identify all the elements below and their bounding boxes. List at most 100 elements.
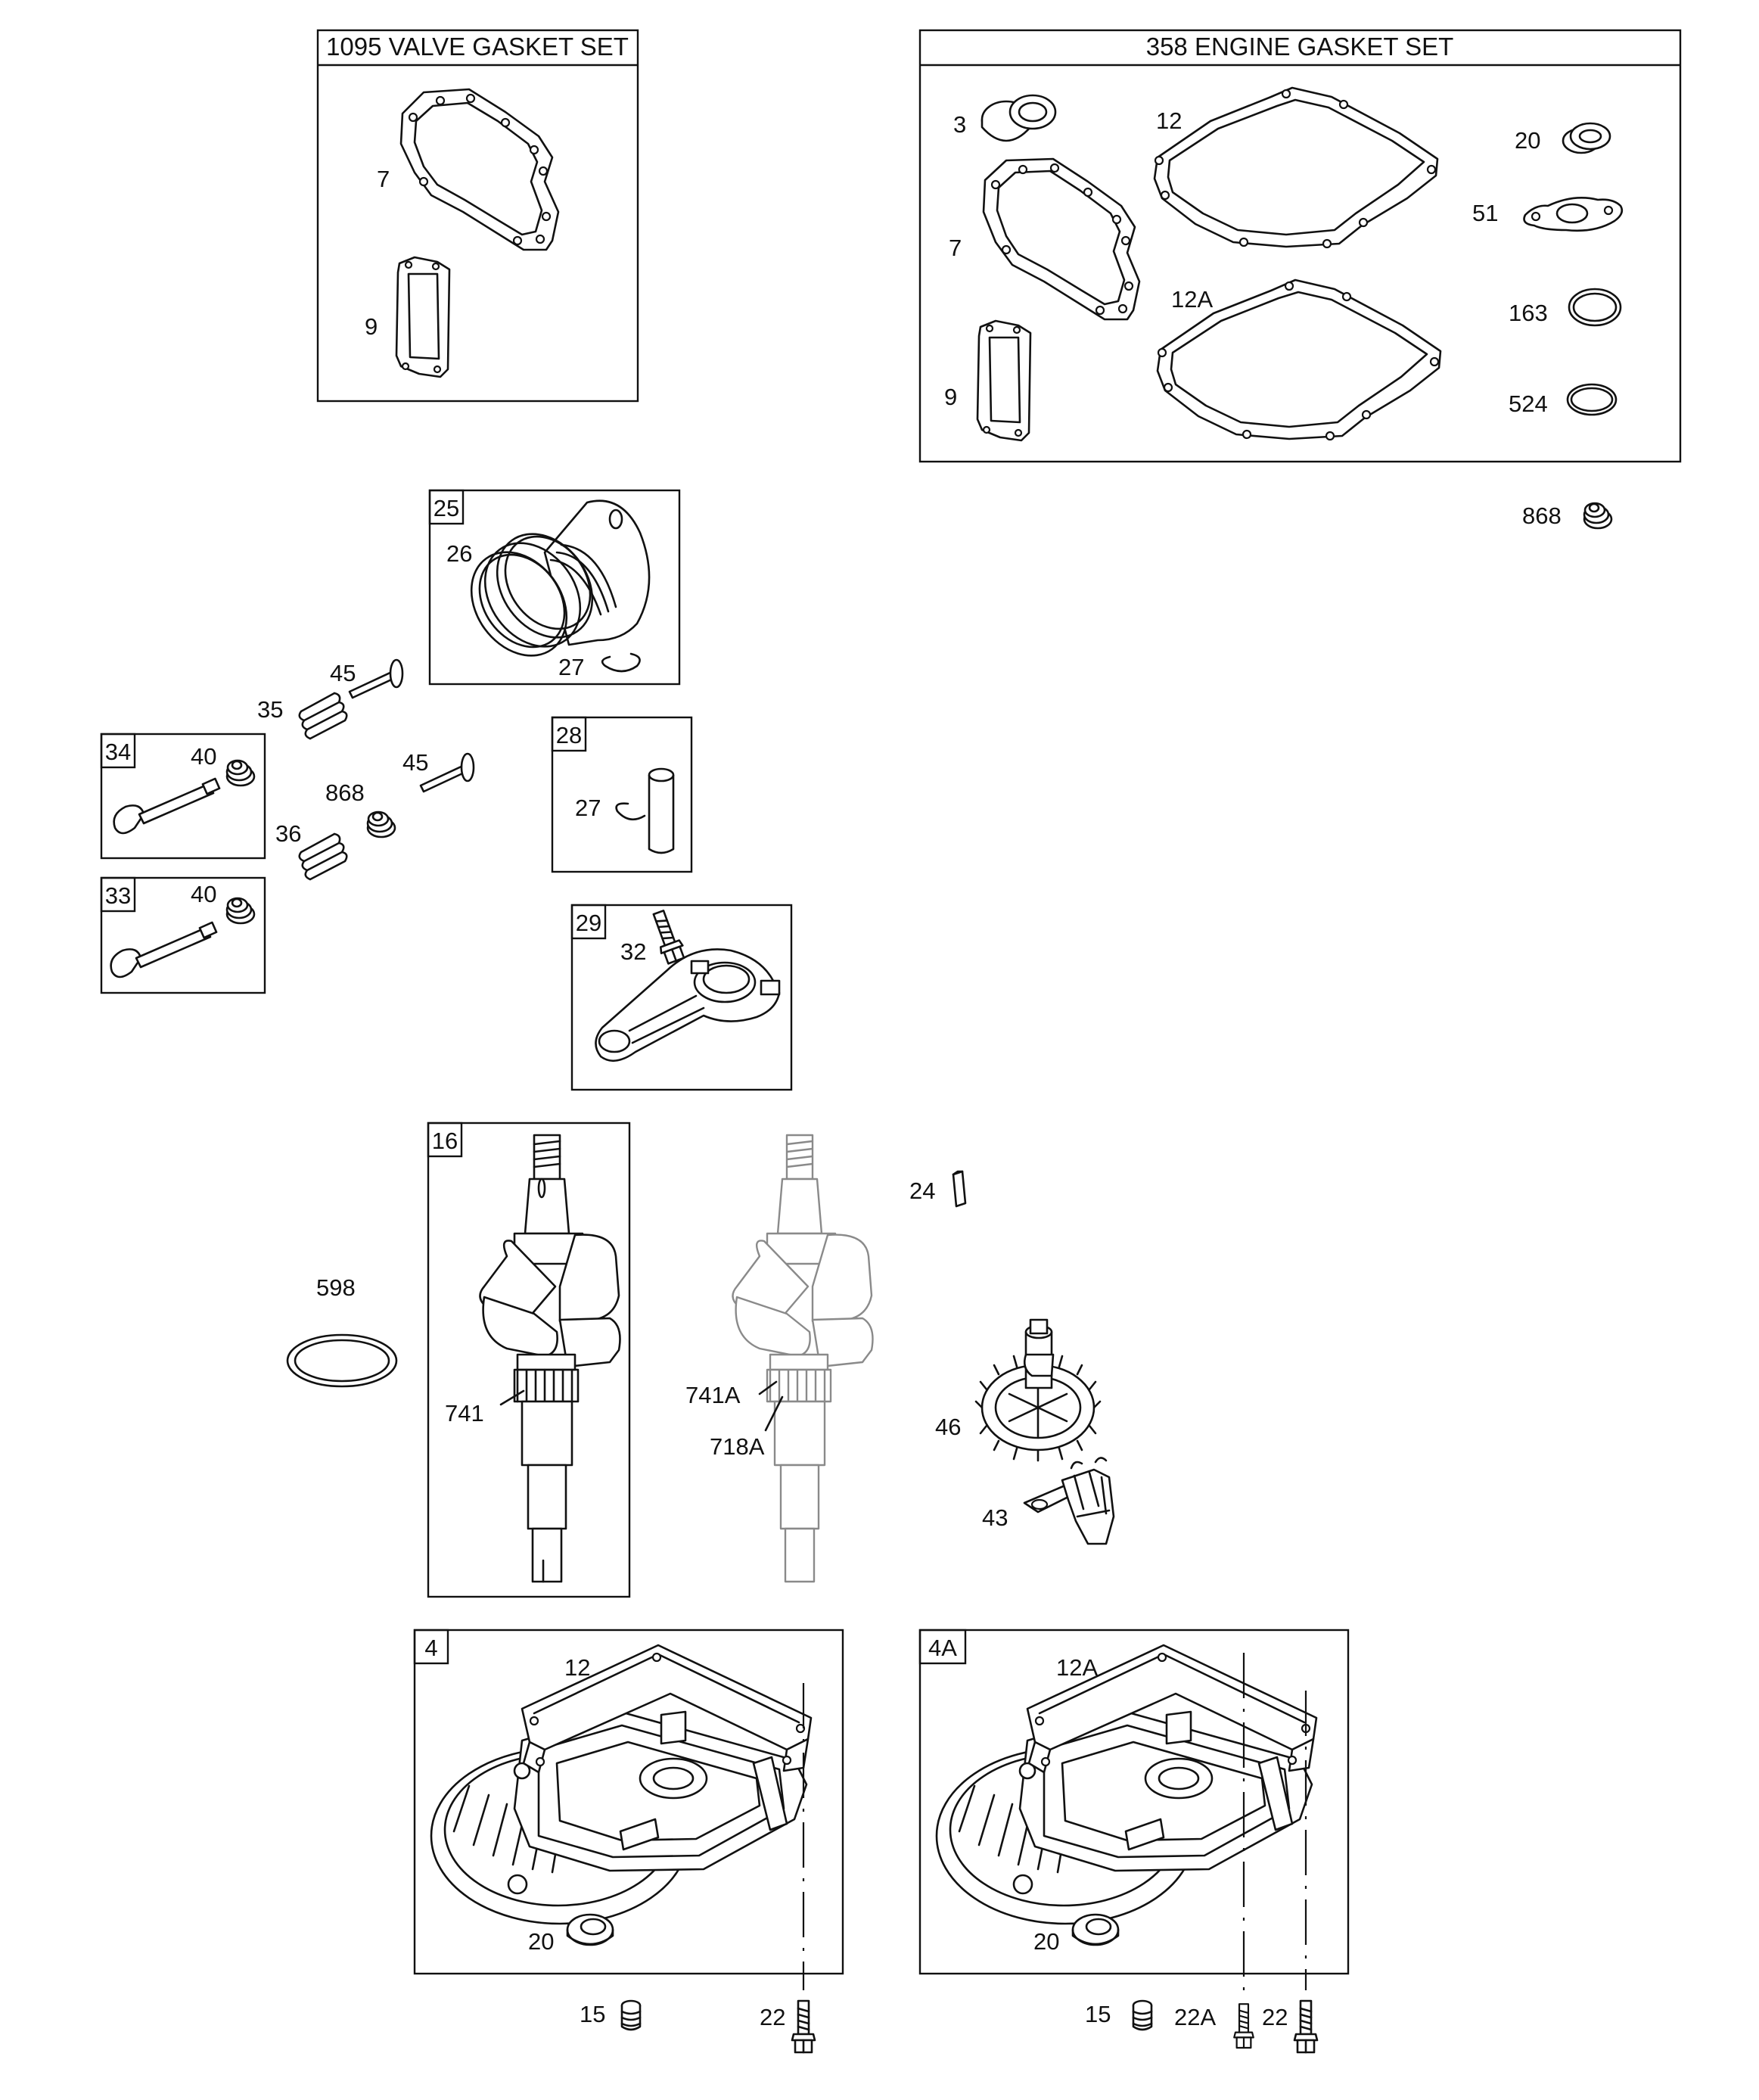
valve-seal-mid bbox=[366, 810, 396, 838]
label-741: 741 bbox=[445, 1400, 484, 1426]
box-29: 29 bbox=[576, 910, 601, 936]
camshaft bbox=[974, 1318, 1102, 1462]
label-sump-20: 20 bbox=[528, 1928, 554, 1955]
piston-pin bbox=[648, 767, 675, 854]
o-ring bbox=[1568, 288, 1622, 327]
exhaust-valve-box: 34 bbox=[100, 733, 266, 860]
box-34: 34 bbox=[105, 739, 131, 765]
intake-gasket bbox=[395, 256, 451, 378]
label-40-exhaust: 40 bbox=[191, 743, 216, 770]
head-gasket-2 bbox=[982, 157, 1141, 321]
engine-gasket-set-box: 358 ENGINE GASKET SET bbox=[918, 29, 1682, 463]
label-egs-3: 3 bbox=[953, 111, 966, 138]
connecting-rod-box: 29 bbox=[570, 904, 793, 1091]
intake-valve bbox=[110, 921, 218, 978]
sump-screw-22a bbox=[1233, 2003, 1254, 2049]
plug-15-alt bbox=[1132, 1999, 1153, 2031]
oil-seal bbox=[981, 94, 1057, 142]
label-15-alt: 15 bbox=[1085, 2001, 1111, 2027]
intake-valve-box: 33 bbox=[100, 876, 266, 994]
label-vgs-9: 9 bbox=[365, 313, 378, 340]
governor bbox=[1023, 1457, 1115, 1545]
valve-gasket-set-box: 1095 VALVE GASKET SET bbox=[316, 29, 639, 403]
exhaust-gasket bbox=[1523, 197, 1624, 232]
o-ring-small bbox=[1566, 383, 1618, 416]
gasket-598 bbox=[286, 1333, 398, 1388]
key bbox=[952, 1170, 967, 1208]
sump-seal bbox=[566, 1913, 614, 1946]
crankshaft-box: 16 bbox=[427, 1122, 631, 1598]
box-25: 25 bbox=[434, 495, 459, 521]
box-28: 28 bbox=[556, 722, 582, 748]
label-27-piston: 27 bbox=[558, 654, 584, 680]
label-egs-7: 7 bbox=[949, 235, 962, 261]
exhaust-valve bbox=[113, 777, 221, 835]
label-egs-12a: 12A bbox=[1171, 286, 1213, 313]
leaders-alt bbox=[758, 1380, 784, 1432]
label-718a: 718A bbox=[710, 1433, 765, 1460]
valve-retainer-a bbox=[348, 658, 404, 699]
valve-retainer-b bbox=[419, 752, 475, 793]
label-26: 26 bbox=[446, 540, 472, 567]
label-43: 43 bbox=[982, 1504, 1008, 1531]
piston-box: 25 bbox=[428, 489, 681, 686]
label-sump-12: 12 bbox=[564, 1654, 590, 1681]
label-741a: 741A bbox=[685, 1382, 741, 1408]
label-egs-524: 524 bbox=[1509, 390, 1548, 417]
retainer-pin bbox=[615, 802, 646, 821]
label-22a: 22A bbox=[1174, 2004, 1216, 2030]
sump-gasket bbox=[1153, 86, 1439, 249]
piston bbox=[543, 499, 651, 646]
connecting-rod bbox=[595, 948, 781, 1062]
label-egs-9: 9 bbox=[944, 384, 957, 410]
box-16: 16 bbox=[432, 1128, 458, 1154]
box-4a: 4A bbox=[928, 1635, 957, 1661]
sump-gasket-alt bbox=[1156, 278, 1442, 441]
label-35: 35 bbox=[257, 696, 283, 723]
sump-seal-alt bbox=[1071, 1913, 1120, 1946]
label-sump-20-alt: 20 bbox=[1033, 1928, 1059, 1955]
piston-pin-box: 28 bbox=[551, 716, 693, 873]
label-egs-163: 163 bbox=[1509, 300, 1548, 326]
plug-15 bbox=[620, 1999, 642, 2031]
crankshaft-alt bbox=[732, 1134, 874, 1583]
label-27-pin: 27 bbox=[575, 795, 601, 821]
label-22-alt: 22 bbox=[1262, 2004, 1288, 2030]
label-868-mid: 868 bbox=[325, 779, 365, 806]
label-24: 24 bbox=[909, 1178, 935, 1204]
box-33: 33 bbox=[105, 882, 131, 909]
sump-alt bbox=[935, 1710, 1313, 1925]
label-868-top: 868 bbox=[1522, 502, 1562, 529]
valve-cap-intake bbox=[225, 897, 256, 925]
label-36: 36 bbox=[275, 820, 301, 847]
label-22: 22 bbox=[760, 2004, 785, 2030]
label-45-a: 45 bbox=[330, 660, 356, 686]
label-46: 46 bbox=[935, 1414, 961, 1440]
label-egs-20: 20 bbox=[1515, 127, 1540, 154]
label-sump-12a: 12A bbox=[1056, 1654, 1098, 1681]
sump-screw-22 bbox=[791, 1999, 816, 2054]
sump-screw-22-alt bbox=[1293, 1999, 1319, 2054]
label-45-b: 45 bbox=[402, 749, 428, 776]
label-32: 32 bbox=[620, 938, 646, 965]
valve-cap-exhaust bbox=[225, 759, 256, 787]
oil-seal-small bbox=[1562, 122, 1611, 154]
engine-gasket-set-title: 358 ENGINE GASKET SET bbox=[1146, 33, 1454, 61]
sump-gasket-4 bbox=[521, 1644, 813, 1774]
valve-spring-a bbox=[298, 692, 348, 740]
piston-rings bbox=[470, 533, 594, 657]
leader-741 bbox=[499, 1389, 525, 1406]
crankshaft bbox=[479, 1134, 621, 1583]
retainer-piston bbox=[601, 652, 641, 673]
valve-spring-b bbox=[298, 832, 348, 881]
box-4: 4 bbox=[424, 1635, 437, 1661]
intake-gasket-2 bbox=[976, 319, 1032, 442]
label-40-intake: 40 bbox=[191, 881, 216, 907]
label-15: 15 bbox=[580, 2001, 605, 2027]
rod-screw bbox=[647, 907, 688, 966]
valve-seal-top bbox=[1583, 502, 1613, 530]
sump bbox=[430, 1710, 808, 1925]
label-598: 598 bbox=[316, 1274, 356, 1301]
head-gasket bbox=[399, 88, 560, 251]
